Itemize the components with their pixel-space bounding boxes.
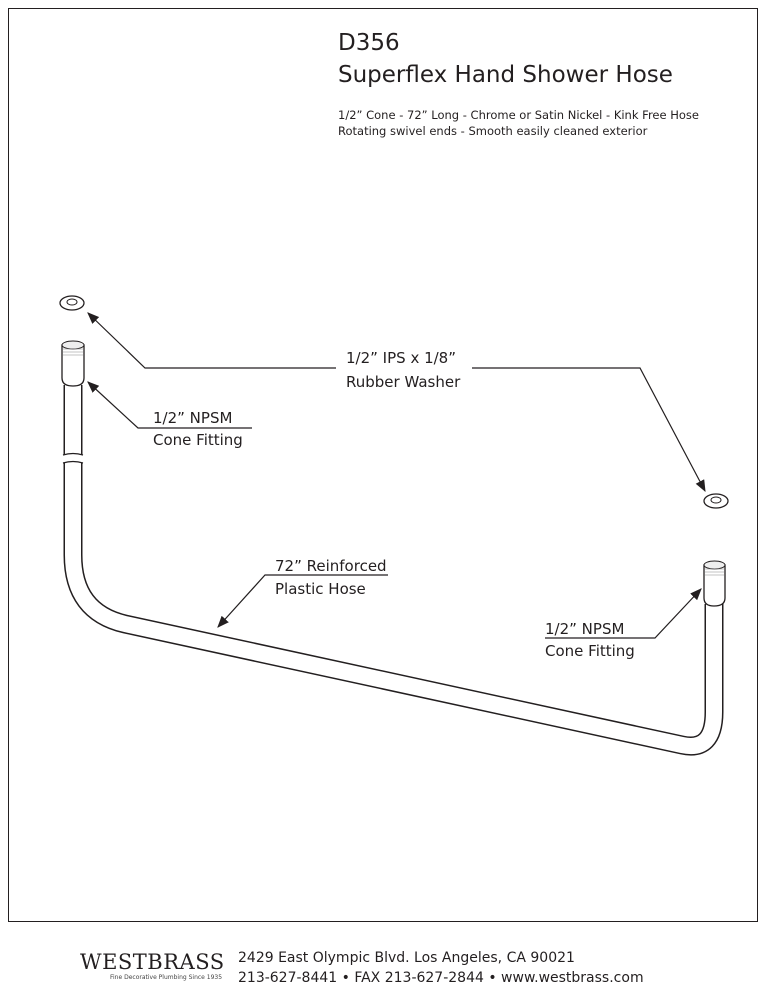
hose-label-line-1: 72” Reinforced <box>275 557 387 575</box>
right-fitting-label-line-2: Cone Fitting <box>545 642 635 660</box>
right-rubber-washer <box>703 493 729 509</box>
hose <box>60 385 724 756</box>
spec-line-1: 1/2” Cone - 72” Long - Chrome or Satin N… <box>338 108 699 122</box>
product-title: Superflex Hand Shower Hose <box>338 62 673 88</box>
westbrass-logo: WESTBRASS <box>80 950 225 974</box>
left-rubber-washer <box>59 295 85 311</box>
left-fitting-label-line-1: 1/2” NPSM <box>153 409 233 427</box>
right-fitting-label-line-1: 1/2” NPSM <box>545 620 625 638</box>
page-border <box>8 8 758 922</box>
logo-tagline: Fine Decorative Plumbing Since 1935 <box>110 974 223 981</box>
hose-break <box>60 455 86 463</box>
model-number: D356 <box>338 30 400 56</box>
hose-label-line-2: Plastic Hose <box>275 580 366 598</box>
footer-contact: 213-627-8441 • FAX 213-627-2844 • www.we… <box>238 970 644 986</box>
right-cone-fitting <box>703 560 726 607</box>
left-fitting-label-line-2: Cone Fitting <box>153 431 243 449</box>
leader-lines <box>87 312 706 639</box>
footer-address: 2429 East Olympic Blvd. Los Angeles, CA … <box>238 950 575 966</box>
left-cone-fitting <box>61 340 85 387</box>
washer-label-line-1: 1/2” IPS x 1/8” <box>346 349 456 367</box>
spec-line-2: Rotating swivel ends - Smooth easily cle… <box>338 124 648 138</box>
washer-label-line-2: Rubber Washer <box>346 373 461 391</box>
